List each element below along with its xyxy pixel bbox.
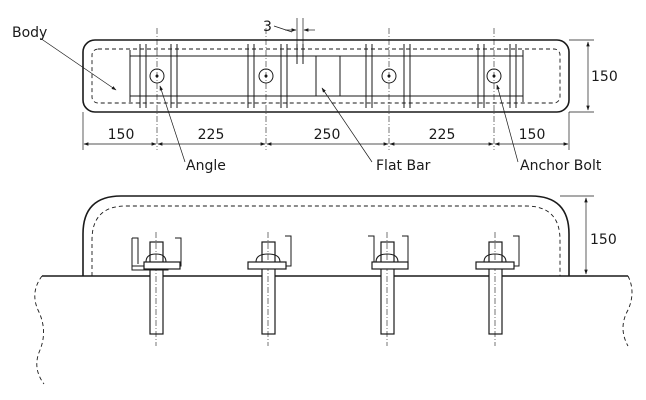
body-elevation: [82, 195, 570, 276]
plan-view: [82, 28, 570, 150]
plan-height-label: 150: [591, 69, 618, 85]
plan-height-dimension: 150: [569, 39, 618, 113]
gap-label: 3: [263, 19, 272, 35]
spacing-4: 225: [429, 127, 456, 143]
anchor-bolt-3: [368, 232, 409, 346]
spacing-3: 250: [314, 127, 341, 143]
angle-label: Angle: [186, 158, 226, 174]
body-inner-dashed: [91, 48, 561, 104]
body-outline: [82, 39, 570, 113]
anchor-bolt-1: [131, 232, 182, 346]
elevation-height-dimension: 150: [560, 195, 617, 277]
flat-bar-plan: [315, 55, 341, 97]
anchor-bolt-label: Anchor Bolt: [520, 158, 602, 174]
spacing-5: 150: [519, 127, 546, 143]
spacing-dimensions: 150 225 250 225 150: [82, 112, 570, 150]
frame-outer: [129, 55, 524, 97]
anchor-bolt-2: [247, 232, 292, 346]
gap-dimension: 3: [263, 18, 315, 44]
flat-bar-label: Flat Bar: [376, 158, 431, 174]
anchor-bolt-4: [475, 232, 520, 346]
spacing-2: 225: [198, 127, 225, 143]
body-label: Body: [12, 25, 47, 41]
spacing-1: 150: [108, 127, 135, 143]
callouts: Body Angle Flat Bar Anchor Bolt: [12, 25, 602, 174]
elevation-view: [34, 195, 633, 385]
elevation-height-label: 150: [590, 232, 617, 248]
